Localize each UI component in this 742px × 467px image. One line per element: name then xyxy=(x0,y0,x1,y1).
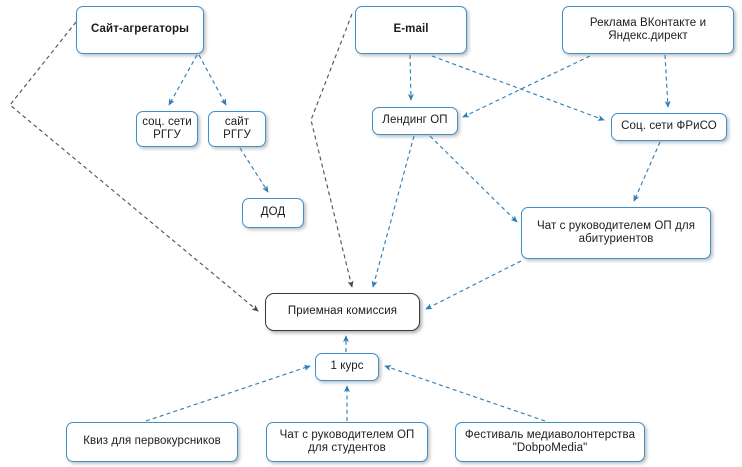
node-ads[interactable]: Реклама ВКонтакте и Яндекс.директ xyxy=(562,6,734,54)
node-site_agg[interactable]: Сайт-агрегаторы xyxy=(76,6,204,54)
edge-festival-to-course1 xyxy=(384,365,546,422)
node-course1[interactable]: 1 курс xyxy=(315,353,379,381)
node-landing[interactable]: Лендинг ОП xyxy=(372,107,458,135)
node-festival[interactable]: Фестиваль медиаволонтерства "DobpoMedia" xyxy=(455,422,645,462)
node-chat_stud[interactable]: Чат с руководителем ОП для студентов xyxy=(266,422,428,462)
edge-ads-to-landing xyxy=(462,55,591,118)
node-soc_rggu[interactable]: соц. сети РГГУ xyxy=(136,111,198,147)
edge-site_agg-to-priemnaya xyxy=(9,21,259,312)
edge-chat_abit-to-priemnaya xyxy=(425,260,522,310)
edge-site_rggu-to-dod xyxy=(239,147,269,193)
node-dod[interactable]: ДОД xyxy=(242,198,304,228)
edge-landing-to-chat_abit xyxy=(429,135,518,223)
node-email[interactable]: E-mail xyxy=(355,6,467,54)
edge-ads-to-soc_friso xyxy=(664,54,671,108)
edge-email-to-priemnaya xyxy=(310,13,354,288)
edge-email-to-landing xyxy=(407,54,414,101)
edge-soc_friso-to-chat_abit xyxy=(633,141,661,202)
edge-landing-to-priemnaya xyxy=(371,135,415,288)
node-site_rggu[interactable]: сайт РГГУ xyxy=(208,111,266,147)
edge-email-to-soc_friso xyxy=(431,55,605,121)
edge-site_agg-to-site_rggu xyxy=(198,54,227,106)
node-soc_friso[interactable]: Соц. сети ФРиСО xyxy=(611,113,727,141)
edge-site_agg-to-soc_rggu xyxy=(168,54,198,106)
node-quiz[interactable]: Квиз для первокурсников xyxy=(66,422,238,462)
edge-quiz-to-course1 xyxy=(145,365,311,422)
node-priemnaya[interactable]: Приемная комиссия xyxy=(265,293,420,331)
node-chat_abit[interactable]: Чат с руководителем ОП для абитуриентов xyxy=(521,207,711,259)
